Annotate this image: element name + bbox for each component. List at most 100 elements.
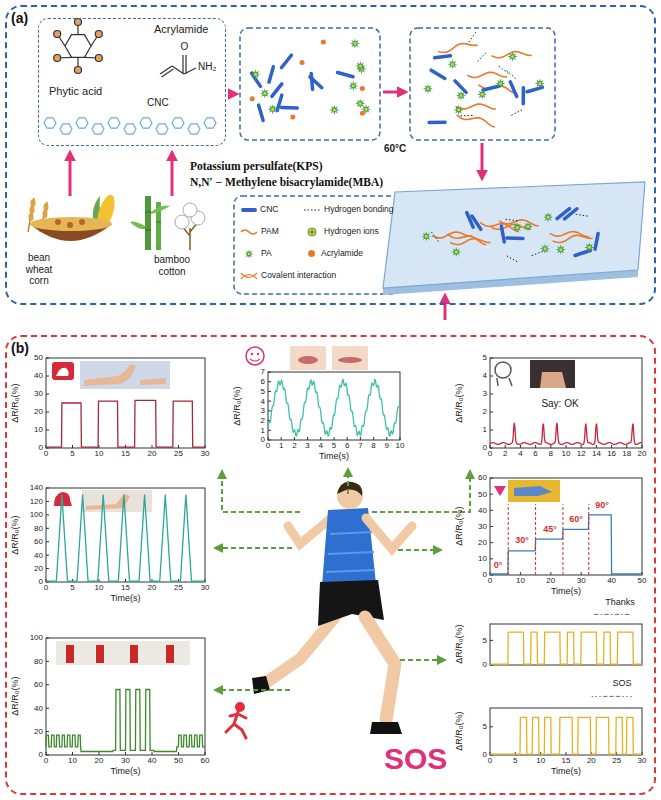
cnc-ring [156,124,168,134]
process-arrows-part [69,153,72,196]
tick-label: 120 [30,497,43,506]
axis-title: ΔR/R₀(%) [11,677,21,716]
bamboo-cotton-sources-part [145,196,151,250]
tick-label: 15 [121,583,130,592]
tick-label: 0 [266,441,270,450]
sensor-photos-part [140,378,166,385]
tick-label: 1 [483,425,487,434]
phytic-acid-structure-part [54,55,61,62]
tick-label: 30 [201,583,210,592]
tick-mark [46,358,49,359]
legend-entry: PAM [240,227,279,237]
tick-label: 5 [513,756,517,765]
pam-chain [438,44,478,53]
tick-mark [268,430,271,431]
acrylamide-structure-part [160,55,196,77]
cnc-rod [565,209,577,219]
sensor-photos-part [290,346,326,370]
tick-mark [566,445,567,448]
tick-mark [268,372,271,373]
hydrogen-ion [511,55,514,58]
tick-label: 5 [332,441,336,450]
legend-sample [240,227,258,237]
acrylamide-dot [360,111,365,116]
tick-label: 20 [34,564,43,573]
tick-mark [46,731,49,732]
cnc-ring [140,118,152,128]
tick-mark [281,437,282,440]
tick-mark [268,391,271,392]
tick-mark [46,394,49,395]
tick-mark [99,579,100,582]
tick-label: 60 [34,537,43,546]
tick-label: 6 [261,377,265,386]
tick-mark [72,445,73,448]
tick-label: 4 [518,449,522,458]
tick-label: 0 [44,583,48,592]
bamboo-cotton-sources-part [183,203,197,217]
process-arrows-part [481,143,484,178]
hydrogen-ion [547,216,550,219]
tick-label: 0 [483,443,487,452]
cnc-rod [281,106,297,110]
legend-entry: Acrylamide [303,249,363,259]
green-leader-arrows-part [347,470,349,494]
hydrogen-ion [457,108,460,111]
sensor-photos-part [246,347,264,365]
bamboo-cotton-sources [130,196,205,250]
tick-mark [550,445,551,448]
legend-swatch [308,250,315,257]
reaction-boxes-part [234,196,400,294]
tick-mark [46,488,49,489]
reagent-box: Phytic acidAcrylamideCNC [38,18,226,146]
pa-molecule [454,105,464,115]
tick-label: 2 [261,416,265,425]
process-arrows-part [228,93,236,96]
tick-label: 5 [483,353,487,362]
tick-label: 7 [261,367,265,376]
runner-figure-part [326,532,375,572]
pa-molecule [584,242,594,252]
tick-mark [490,445,491,448]
pa-molecule [355,61,365,71]
chart-note: Thanks [605,597,635,607]
cnc-rod [501,226,504,242]
acrylamide-dot [300,60,305,65]
tick-label: 12 [577,449,586,458]
tick-label: 30 [638,756,647,765]
tick-label: 40 [607,576,616,585]
green-leader-arrows-part [372,472,470,512]
cnc-ring [92,124,104,134]
tick-label: 10 [536,756,545,765]
grain-sources-part [30,206,35,214]
acrylamide-structure [160,55,196,77]
tick-label: 3 [261,406,265,415]
cnc-rod [269,67,273,82]
tick-mark [581,445,582,448]
cnc-ring [204,118,216,128]
tick-mark [46,555,49,556]
sensor-photos-part [56,368,69,376]
angle-label: 60° [568,514,584,524]
tick-label: 20 [148,583,157,592]
axis-title: ΔR/R₀(%) [11,383,21,422]
plus-mark [310,230,315,235]
legend-sample [240,271,258,281]
cnc-rod [310,77,322,88]
pa-molecule [260,88,270,98]
legend-text: Covalent interaction [261,271,336,281]
reagent-label: N,N′ − Methylene bisacrylamide(MBA) [190,176,383,189]
pam-chain [241,230,257,234]
tick-mark [72,752,73,755]
cnc-rod [510,82,516,97]
tick-label: 5 [70,583,74,592]
legend-entry: PA [240,249,272,259]
hydrogen-bond [576,214,588,216]
tick-label: 1 [279,441,283,450]
pa-molecule [423,84,433,94]
tick-mark [178,445,179,448]
hydrogen-bond [507,71,516,79]
tick-label: 10 [95,583,104,592]
tick-mark [46,430,49,431]
tick-label: 5 [483,636,487,645]
